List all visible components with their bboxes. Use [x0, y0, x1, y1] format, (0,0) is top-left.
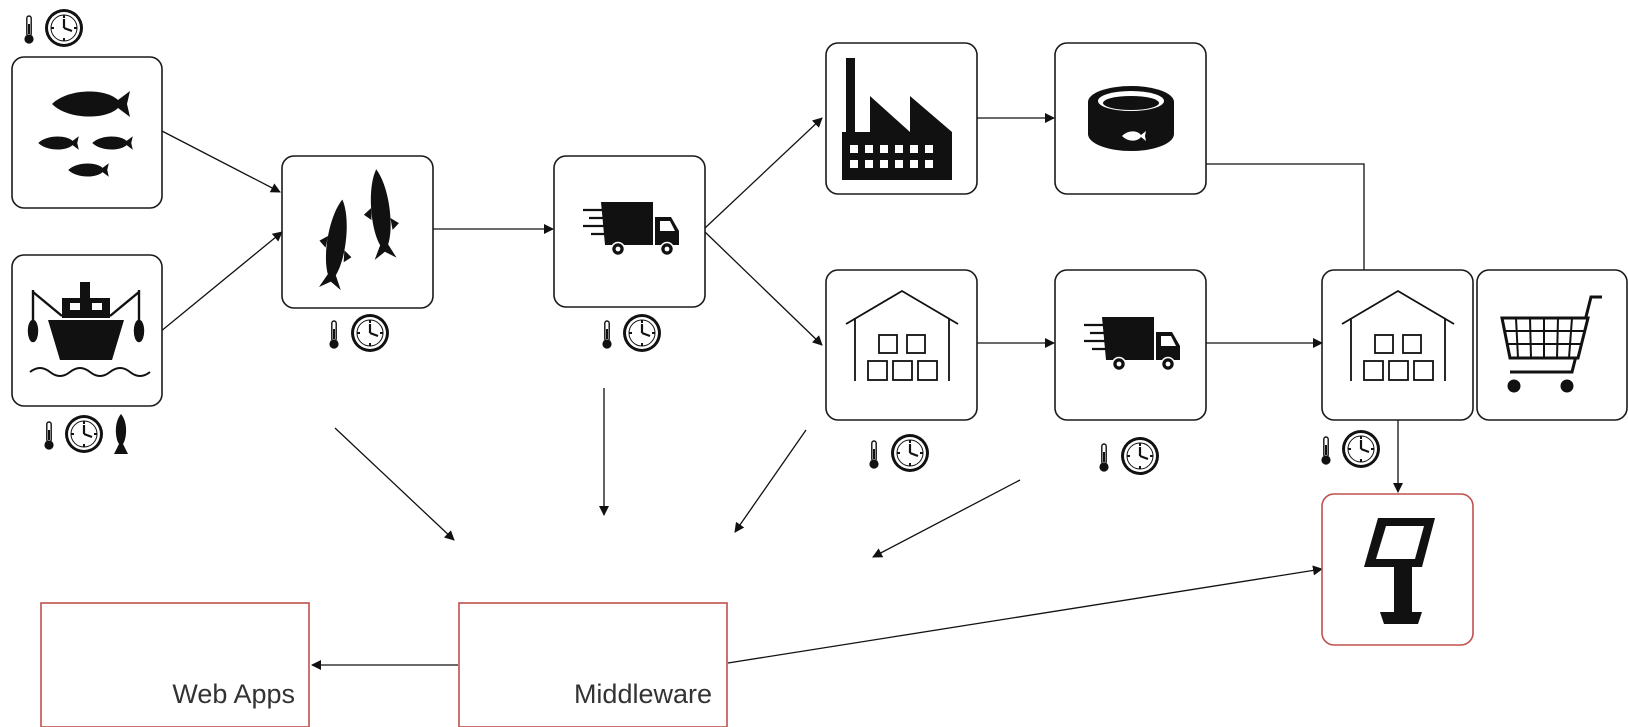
factory-icon	[842, 58, 952, 180]
thermometer-icon	[868, 440, 880, 470]
sensor-group-boat	[43, 413, 128, 455]
transport-node-1	[553, 155, 706, 308]
transport-node-2	[1054, 269, 1207, 421]
fishing-boat-icon	[27, 282, 151, 377]
clock-icon	[63, 413, 105, 455]
clock-icon	[1340, 428, 1382, 470]
warehouse-node	[825, 269, 978, 421]
fish-can-icon	[1088, 86, 1174, 151]
sensor-group-truck-2	[1098, 435, 1161, 477]
clock-icon	[621, 312, 663, 354]
sensor-group-truck-1	[601, 312, 663, 354]
thermometer-icon	[23, 15, 35, 45]
sensor-group-retail	[1320, 428, 1382, 470]
shopping-cart-icon	[1500, 295, 1602, 393]
edge-middleware-to-kiosk	[727, 565, 1323, 664]
edge-data-1	[334, 427, 455, 541]
canned-fish-node	[1054, 42, 1207, 195]
fish-processing-node	[281, 155, 434, 309]
edge-truck-to-warehouse	[704, 231, 823, 346]
thermometer-icon	[1098, 443, 1110, 473]
edge-boat-to-processing	[159, 231, 283, 333]
web-apps-node: Web Apps	[40, 602, 310, 727]
clock-icon	[1119, 435, 1161, 477]
middleware-node: Middleware	[458, 602, 728, 727]
fish-small-icon	[114, 414, 128, 454]
fish-school-node	[11, 56, 163, 209]
sensor-group-processing	[328, 312, 391, 354]
edge-can-to-retail-warehouse	[1206, 163, 1369, 291]
edge-truck-to-factory	[704, 117, 823, 229]
retail-warehouse-node	[1321, 269, 1474, 421]
edge-data-4	[872, 479, 1021, 558]
sensor-group-warehouse	[868, 432, 931, 474]
shopping-cart-node	[1476, 269, 1628, 421]
thermometer-icon	[1320, 436, 1332, 466]
fishing-boat-node	[11, 254, 163, 407]
sensor-group-fish-school	[23, 7, 85, 49]
thermometer-icon	[43, 421, 55, 451]
clock-icon	[349, 312, 391, 354]
edge-school-to-processing	[159, 129, 281, 193]
kiosk-node	[1321, 493, 1474, 646]
web-apps-label: Web Apps	[172, 679, 295, 709]
clock-icon	[43, 7, 85, 49]
clock-icon	[889, 432, 931, 474]
thermometer-icon	[601, 320, 613, 350]
kiosk-terminal-icon	[1364, 518, 1435, 624]
thermometer-icon	[328, 320, 340, 350]
edge-data-3	[734, 429, 807, 533]
factory-node	[825, 42, 978, 195]
middleware-label: Middleware	[574, 679, 712, 709]
